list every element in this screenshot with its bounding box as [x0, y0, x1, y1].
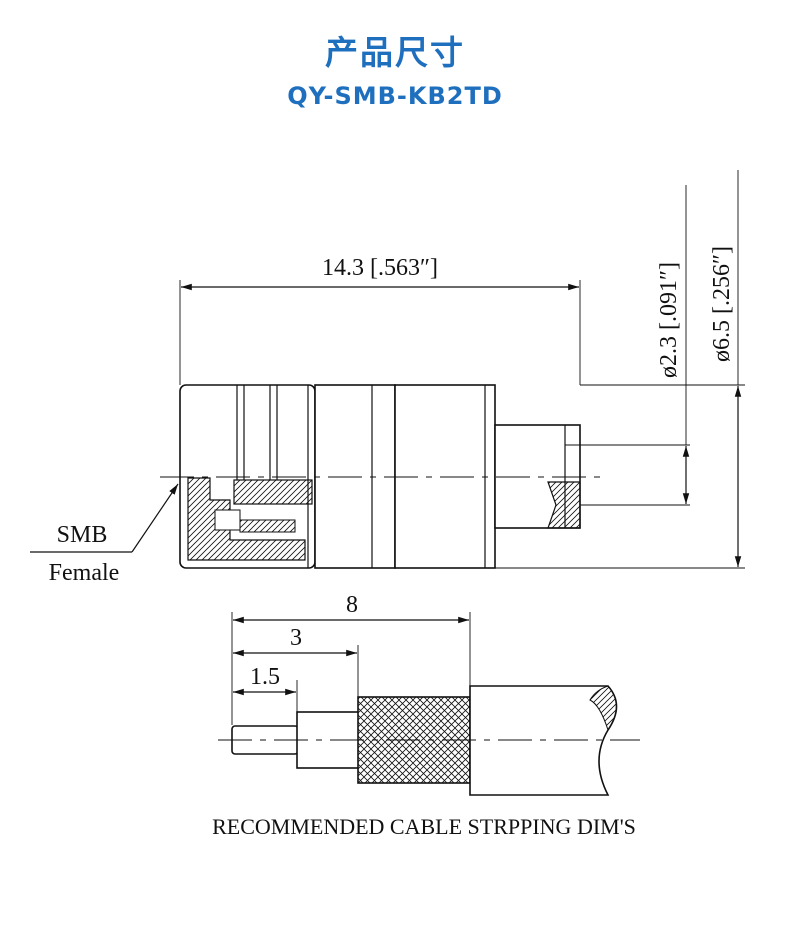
- outer-shell-section: [187, 477, 306, 561]
- model-number: QY-SMB-KB2TD: [287, 82, 503, 110]
- connector-drawing: 14.3 [.563″] ø2.3 [.091″] ø6.5 [.256″: [30, 170, 745, 586]
- dim-mid-text: 3: [290, 625, 302, 651]
- length-dim-text: 14.3 [.563″]: [322, 255, 438, 281]
- dim-total-text: 8: [346, 592, 358, 618]
- connector-label-female: Female: [49, 560, 120, 586]
- crimp-ferrule: [394, 384, 496, 569]
- dim-small-text: 1.5: [250, 664, 280, 690]
- dia-outer-dim-text: ø6.5 [.256″]: [709, 246, 735, 362]
- stripping-caption: RECOMMENDED CABLE STRPPING DIM'S: [212, 814, 636, 839]
- dia-inner-dim-text: ø2.3 [.091″]: [656, 262, 682, 378]
- insulator-section: [233, 479, 313, 505]
- label-leader: [131, 483, 179, 553]
- page-title: 产品尺寸: [325, 33, 465, 72]
- connector-body: [314, 384, 396, 569]
- connector-label-smb: SMB: [57, 522, 108, 548]
- stripping-drawing: 8 3 1.5 RECOMMENDED CABLE STRPPING DIM'S: [212, 592, 640, 839]
- rear-section: [547, 481, 581, 529]
